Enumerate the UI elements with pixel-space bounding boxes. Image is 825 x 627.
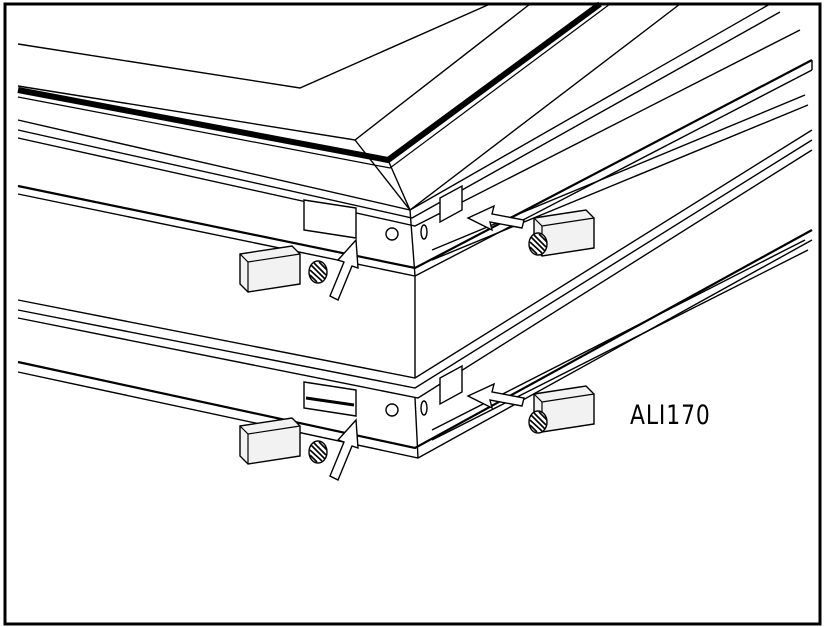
screw-thread-icon (308, 440, 328, 464)
arrow-icon (329, 238, 359, 301)
top-panel (17, 1, 720, 211)
arrow-icon (466, 204, 525, 232)
drawing-border (3, 2, 822, 626)
screw-hole-icon (385, 403, 399, 417)
lower-left-slot (303, 381, 357, 417)
lower-slots (303, 364, 463, 417)
lower-right-slot (439, 364, 463, 406)
screw-hole-icon (385, 227, 399, 241)
middle-block (17, 129, 813, 399)
corner-connector-icon (239, 245, 301, 293)
upper-slots (303, 184, 463, 241)
corner-connector-icon (239, 417, 301, 465)
upper-left-slot (303, 199, 357, 239)
part-label: ALI170 (630, 400, 711, 431)
screw-thread-icon (528, 410, 548, 434)
arrow-icon (466, 382, 525, 410)
screw-thread-icon (528, 232, 548, 256)
screw-thread-icon (308, 260, 328, 284)
upper-right-slot (439, 184, 463, 224)
arrow-icon (329, 418, 359, 481)
